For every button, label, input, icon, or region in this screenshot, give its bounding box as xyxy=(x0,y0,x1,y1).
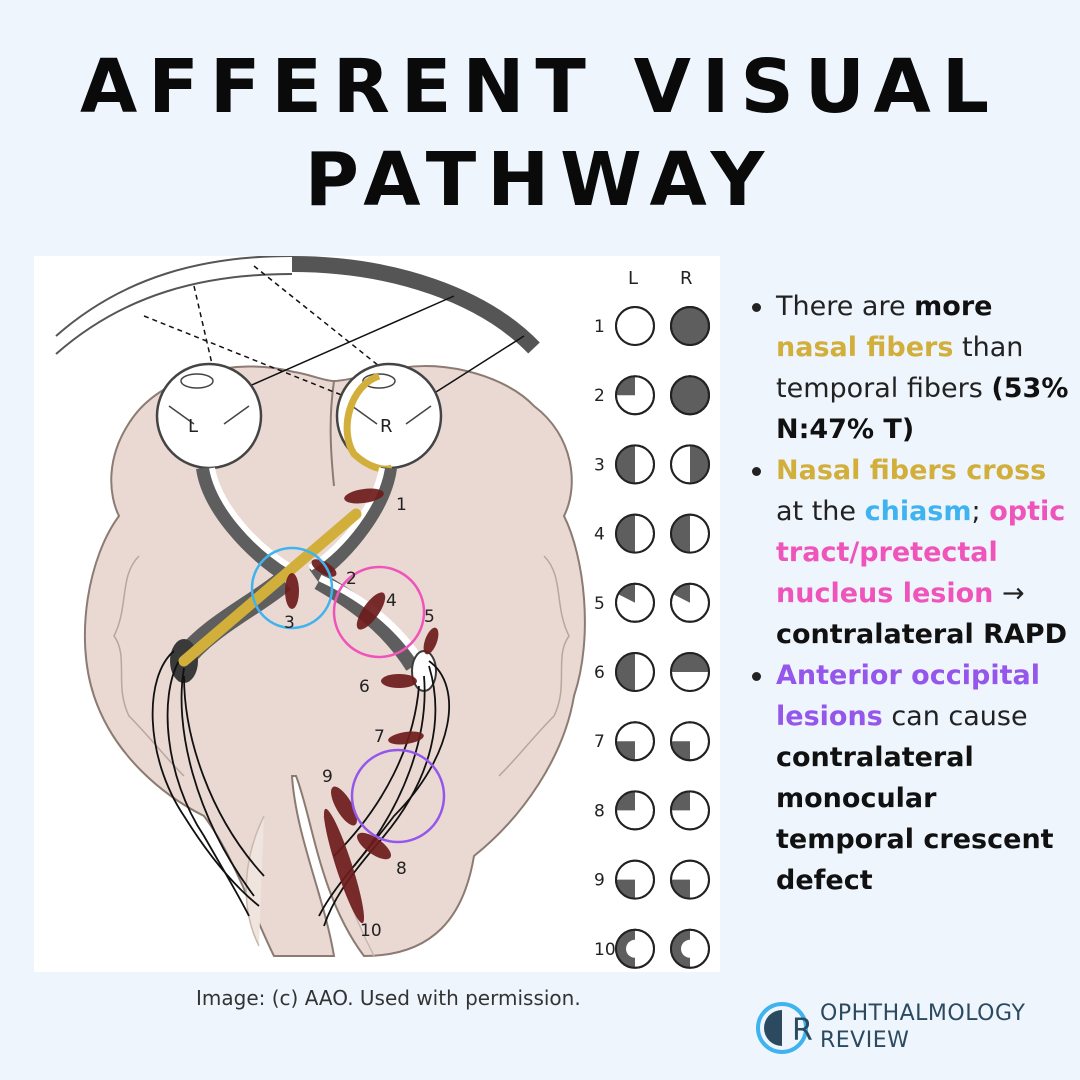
occipital-highlight-circle xyxy=(350,748,446,844)
field-6-right-defect xyxy=(671,653,709,672)
field-5-left-defect xyxy=(618,583,635,603)
occipital-left xyxy=(245,815,265,947)
field-row-label-5: 5 xyxy=(594,594,605,614)
field-7-left-defect xyxy=(616,741,635,761)
ophthalmology-review-logo: R OPHTHALMOLOGY REVIEW xyxy=(752,996,1052,1060)
field-5-right-defect xyxy=(673,583,690,603)
field-column-label-right: R xyxy=(680,268,693,289)
page-title-line-1: AFFERENT VISUAL xyxy=(80,44,1000,130)
field-10-right-center xyxy=(681,939,699,958)
lesion-label-9: 9 xyxy=(322,767,333,787)
lesion-label-5: 5 xyxy=(424,607,435,627)
lesion-label-10: 10 xyxy=(360,921,382,941)
field-row-label-6: 6 xyxy=(594,663,605,683)
field-row-label-1: 1 xyxy=(594,317,605,337)
field-3-left-defect xyxy=(616,445,635,484)
field-row-label-8: 8 xyxy=(594,801,605,821)
chiasm-highlight-circle xyxy=(250,546,334,630)
field-row-label-7: 7 xyxy=(594,732,605,752)
lesion-label-7: 7 xyxy=(374,727,385,747)
lesion-label-1: 1 xyxy=(396,495,407,515)
field-row-label-2: 2 xyxy=(594,386,605,406)
midline-fissure xyxy=(329,380,335,487)
field-4-right-defect xyxy=(671,514,690,553)
visual-field-defect-grid: 1 2 3 4 5 6 7 8 9 10 xyxy=(594,306,710,969)
field-9-right-defect xyxy=(671,879,690,899)
lesion-label-2: 2 xyxy=(346,569,357,589)
eye-label-left: L xyxy=(188,416,198,437)
field-10-left-defect xyxy=(616,929,635,968)
logo-line-2: REVIEW xyxy=(820,1028,910,1053)
lesion-label-6: 6 xyxy=(359,677,370,697)
lesions xyxy=(285,488,439,924)
field-8-right-defect xyxy=(671,791,690,811)
bullet-occipital: Anterior occipital lesions can cause con… xyxy=(746,655,1072,901)
field-row-label-10: 10 xyxy=(594,940,616,960)
field-7-right-defect xyxy=(671,741,690,761)
eye-label-right: R xyxy=(380,416,393,437)
field-row-label-3: 3 xyxy=(594,455,605,475)
lesion-label-8: 8 xyxy=(396,859,407,879)
key-points-list: There are more nasal fibers than tempora… xyxy=(746,286,1072,901)
bullet-nasal-fibers: There are more nasal fibers than tempora… xyxy=(746,286,1072,450)
lesion-label-3: 3 xyxy=(284,613,295,633)
field-row-label-4: 4 xyxy=(594,525,605,545)
visual-field-arc-black xyxy=(291,256,540,354)
field-column-label-left: L xyxy=(628,268,638,289)
field-10-right-defect xyxy=(671,929,690,968)
optic-tract-highlight-circle xyxy=(332,565,426,659)
logo-mark-letter: R xyxy=(792,1013,813,1048)
left-optic-nerve xyxy=(196,466,294,583)
brain-outline xyxy=(83,365,586,958)
nasal-fiber-crossing xyxy=(178,508,362,667)
visual-pathway-diagram: L R 1 2 3 4 5 6 7 8 9 10 L R 1 2 3 4 5 6 7 8 9 10 xyxy=(34,256,720,972)
field-4-left-defect xyxy=(616,514,635,553)
bullet-chiasm: Nasal fibers cross at the chiasm; optic … xyxy=(746,450,1072,655)
logo-line-1: OPHTHALMOLOGY xyxy=(820,1001,1026,1026)
right-gyri xyxy=(498,555,570,777)
visual-field-arc-white xyxy=(55,256,293,337)
page-title-line-2: PATHWAY xyxy=(304,137,776,223)
field-2-left-defect xyxy=(616,376,635,396)
field-3-right-defect xyxy=(690,445,710,484)
image-credit: Image: (c) AAO. Used with permission. xyxy=(196,986,581,1010)
field-row-label-9: 9 xyxy=(594,871,605,891)
field-6-left-defect xyxy=(616,653,635,691)
left-eye xyxy=(155,362,263,470)
lesion-label-4: 4 xyxy=(386,591,397,611)
logo-mark-icon: R xyxy=(756,1002,813,1054)
field-8-left-defect xyxy=(616,791,635,811)
field-9-left-defect xyxy=(616,879,635,899)
field-10-left-center xyxy=(626,939,644,958)
